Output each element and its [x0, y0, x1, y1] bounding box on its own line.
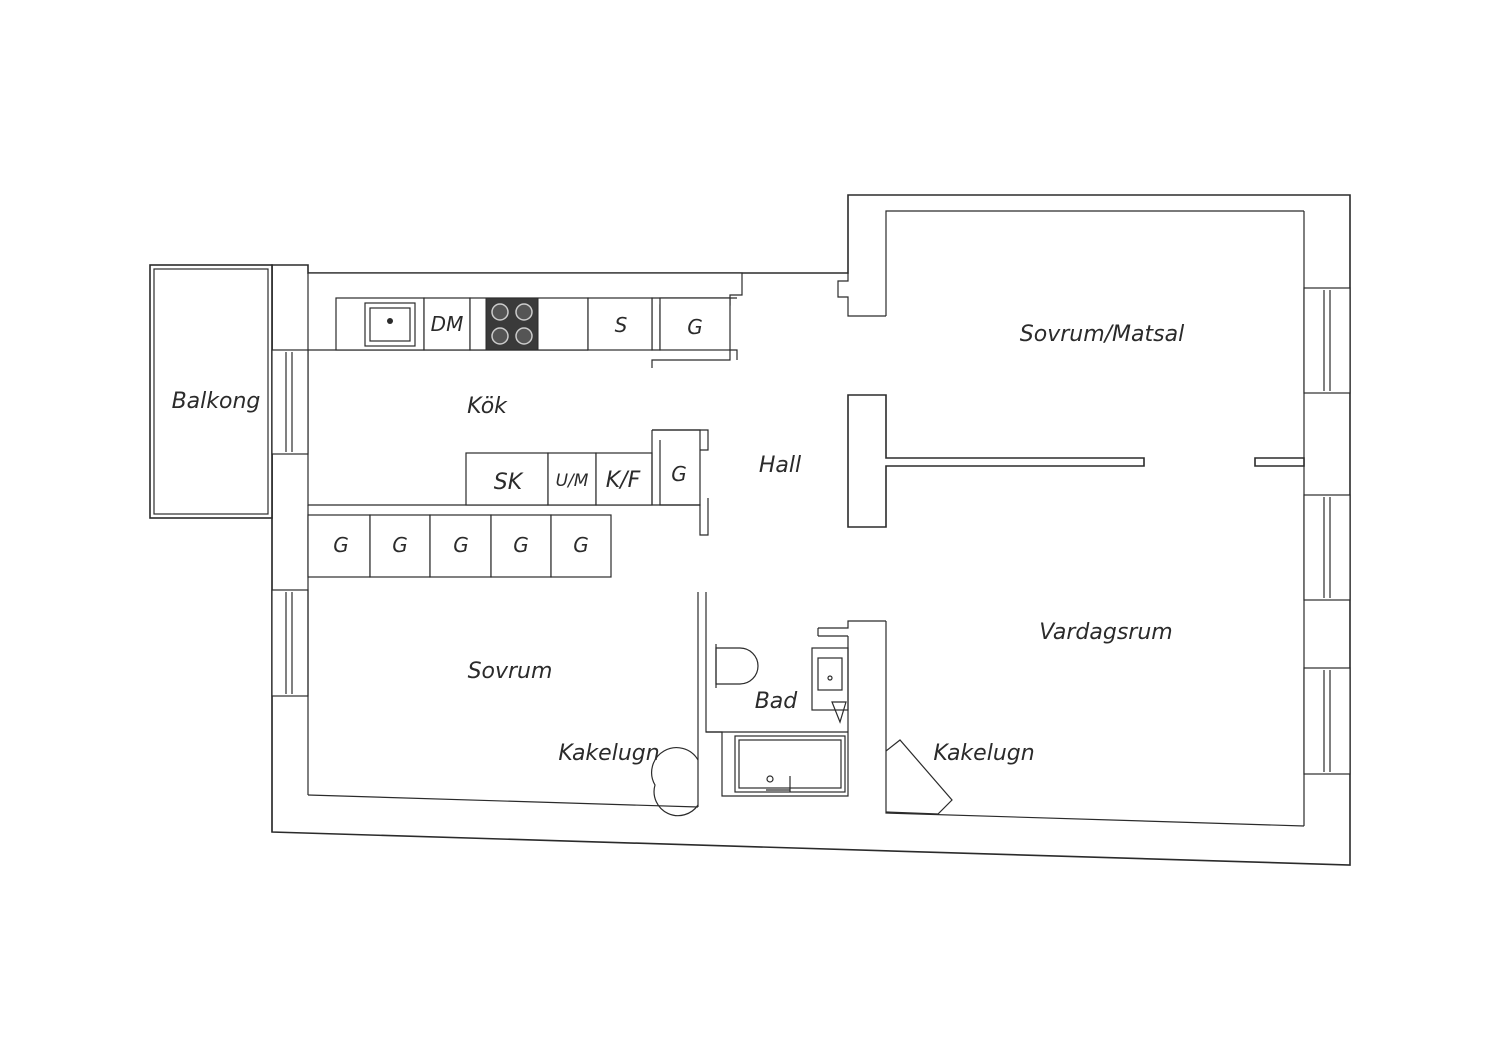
room-label-kok: Kök	[467, 394, 508, 419]
balcony	[149, 264, 273, 519]
wardrobe-label: G	[392, 533, 408, 557]
fixture-label-g-kitchen: G	[687, 315, 703, 339]
kakelugn-right-label: Kakelugn	[933, 741, 1034, 766]
hall-wardrobe	[651, 349, 738, 451]
wardrobe-label: G	[453, 533, 469, 557]
sovrum-matsal-walls	[837, 210, 1304, 317]
toilet-icon	[715, 644, 759, 688]
right-wall	[1303, 211, 1351, 826]
fixture-label-dm: DM	[431, 312, 464, 336]
sink-icon	[811, 647, 849, 724]
fixture-label-kf: K/F	[606, 468, 641, 493]
fixture-label-sk: SK	[494, 470, 524, 495]
outer-walls	[271, 194, 1351, 866]
room-label-sovrum-matsal: Sovrum/Matsal	[1020, 322, 1184, 347]
faucet-icon	[387, 318, 393, 324]
room-label-vardagsrum: Vardagsrum	[1039, 620, 1172, 645]
wardrobe-row	[307, 514, 612, 578]
wardrobe-label: G	[513, 533, 529, 557]
kitchen-counter-bottom	[465, 429, 701, 506]
bathtub-icon	[734, 735, 846, 793]
room-label-hall: Hall	[759, 453, 801, 478]
room-label-balkong: Balkong	[172, 389, 261, 414]
room-label-sovrum: Sovrum	[468, 659, 553, 684]
sovrum-walls	[307, 794, 699, 808]
vardagsrum-walls	[817, 620, 1305, 827]
wardrobe-label: G	[333, 533, 349, 557]
fixture-label-um: U/M	[556, 471, 589, 491]
left-wall	[271, 265, 309, 832]
kakelugn-left-label: Kakelugn	[558, 741, 659, 766]
wardrobe-label: G	[573, 533, 589, 557]
kakelugn-right-icon	[885, 739, 953, 815]
fixture-label-g-hall: G	[671, 462, 687, 486]
kitchen-counter-top	[335, 297, 731, 351]
room-label-bad: Bad	[755, 689, 799, 714]
partition-wall	[847, 394, 1305, 528]
stove-icon	[485, 297, 539, 351]
bathroom	[697, 592, 849, 807]
kakelugn-left-icon	[651, 747, 699, 817]
fixture-label-s: S	[615, 313, 628, 337]
